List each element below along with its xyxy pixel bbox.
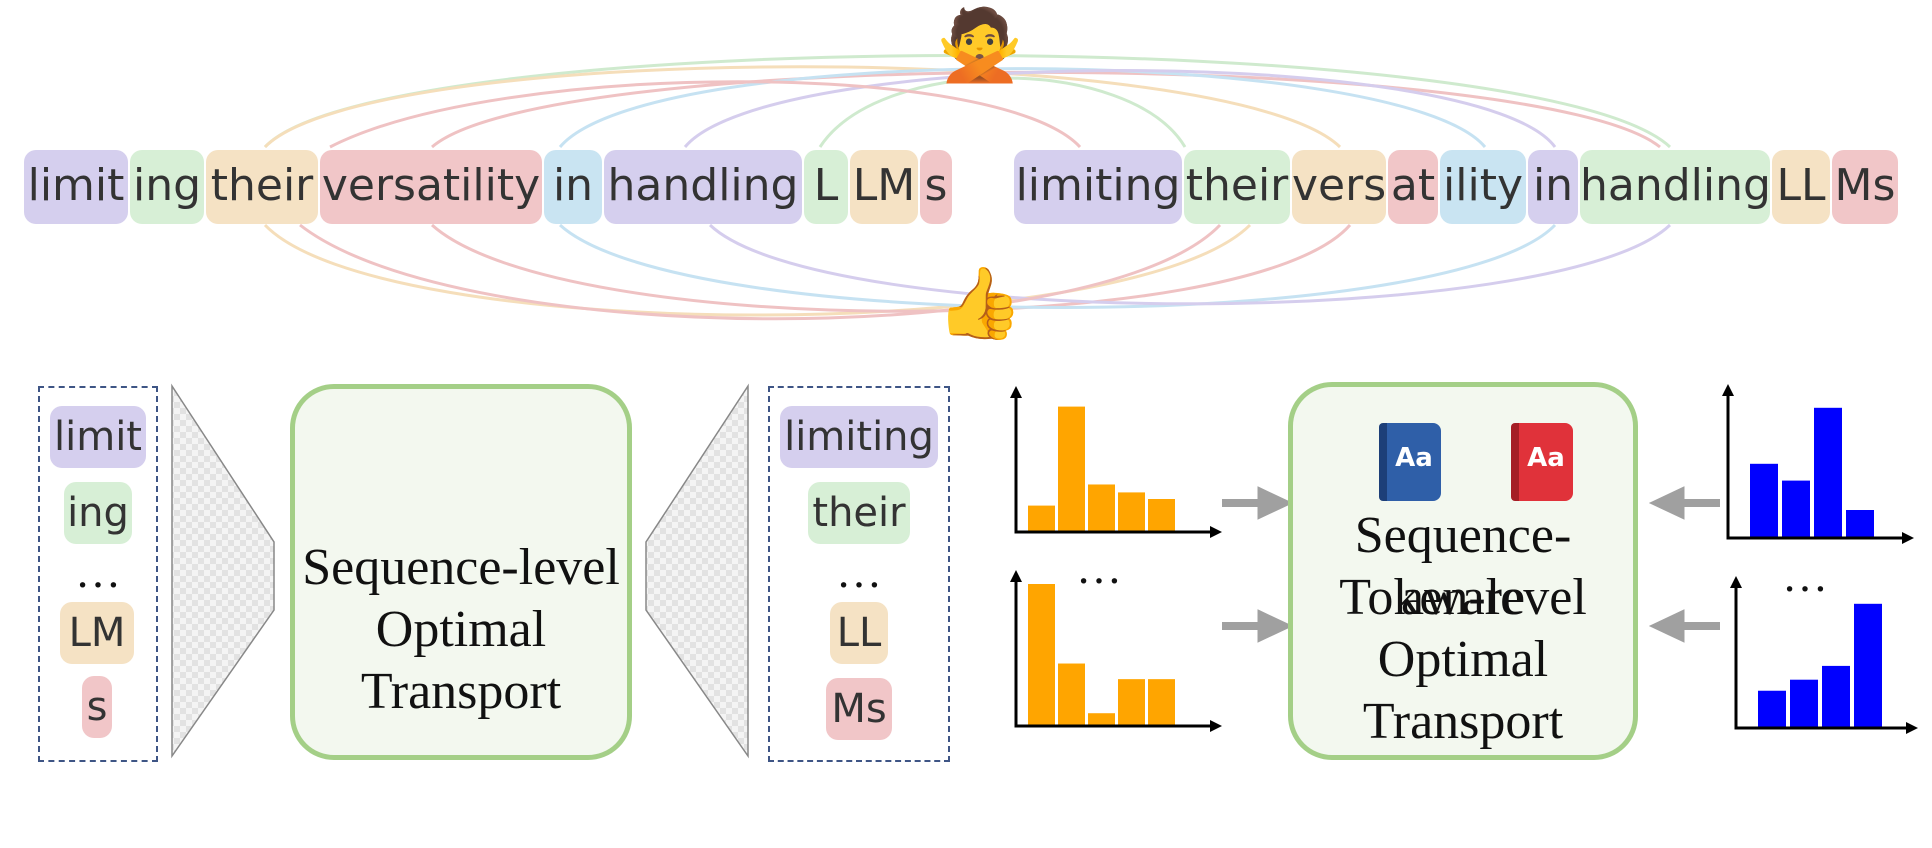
chart-bar: [1750, 463, 1778, 538]
chart-bar: [1058, 663, 1085, 726]
thumbs-up-icon: 👍: [936, 262, 1024, 344]
panel-title-line: Sequence-aware: [1354, 507, 1572, 626]
left-token-column: limit ing … LM s: [38, 386, 158, 762]
book-icon-red: Aa: [1511, 423, 1573, 501]
token-chip: limit: [24, 150, 128, 224]
chart-axes: [1014, 392, 1216, 534]
chart-bar: [1028, 584, 1055, 726]
token-chip: in: [544, 150, 602, 224]
panel-title-line: Transport: [360, 663, 562, 720]
ellipsis: …: [836, 546, 882, 597]
left-trapezoid: [171, 383, 275, 759]
token-chip: their: [206, 150, 318, 224]
token-chip: their: [808, 482, 910, 544]
token-chip: limiting: [1014, 150, 1182, 224]
orange-chart-bottom: [1010, 570, 1222, 732]
chart-bar: [1814, 407, 1842, 538]
chart-bar: [1118, 679, 1145, 726]
y-axis-arrow: [1730, 576, 1742, 588]
y-axis-arrow: [1010, 386, 1022, 398]
person-gesturing-no-icon: 🙅: [936, 4, 1024, 86]
token-chip: s: [920, 150, 952, 224]
chart-bar: [1088, 713, 1115, 726]
token-chip: their: [1184, 150, 1290, 224]
upper-arcs: [263, 54, 1672, 149]
token-chip: at: [1388, 150, 1438, 224]
token-chip: limiting: [780, 406, 938, 468]
x-axis-arrow: [1210, 720, 1222, 732]
chart-bar: [1088, 484, 1115, 532]
token-chip: in: [1528, 150, 1578, 224]
chart-bar: [1148, 679, 1175, 726]
chart-bar: [1790, 679, 1818, 728]
lower-arcs: [263, 223, 1672, 321]
token-chip: LL: [1772, 150, 1830, 224]
right-trapezoid: [645, 383, 749, 759]
y-axis-arrow: [1010, 570, 1022, 582]
token-chip: handling: [1580, 150, 1771, 224]
chart-axes: [1734, 582, 1912, 730]
charts-ellipsis: …: [1076, 542, 1122, 593]
token-chip: ing: [64, 482, 132, 544]
chart-bar: [1058, 406, 1085, 532]
x-axis-arrow: [1906, 722, 1918, 734]
blue-chart-top: [1722, 384, 1914, 544]
x-axis-arrow: [1902, 532, 1914, 544]
token-chip: LM: [850, 150, 918, 224]
panel-title-line: Transport: [1362, 693, 1564, 750]
chart-bar: [1782, 480, 1810, 538]
token-chip: ility: [1440, 150, 1526, 224]
token-chip: LL: [830, 602, 888, 664]
blue-chart-bottom: [1730, 576, 1918, 734]
chart-bar: [1846, 510, 1874, 538]
token-chip: Ms: [1832, 150, 1898, 224]
token-chip: versatility: [320, 150, 542, 224]
book-icon-blue: Aa: [1379, 423, 1441, 501]
token-chip: LM: [60, 602, 134, 664]
chart-bar: [1118, 492, 1145, 532]
token-chip: ing: [130, 150, 204, 224]
ellipsis: …: [75, 546, 121, 597]
y-axis-arrow: [1722, 384, 1734, 396]
sequence-level-ot-panel: Sequence-level Optimal Transport: [290, 384, 632, 760]
chart-axes: [1726, 390, 1908, 540]
token-chip: Ms: [826, 678, 892, 740]
panel-title-line: Optimal: [375, 601, 547, 658]
charts-ellipsis: …: [1782, 550, 1828, 601]
token-chip: limit: [50, 406, 146, 468]
right-token-column: limiting their … LL Ms: [768, 386, 950, 762]
chart-bar: [1028, 505, 1055, 532]
panel-title-line: Optimal: [1377, 631, 1549, 688]
token-chip: s: [82, 676, 112, 738]
arrows: [1222, 486, 1720, 643]
chart-bar: [1758, 690, 1786, 728]
chart-axes: [1014, 576, 1216, 728]
token-chip: handling: [604, 150, 802, 224]
token-level-ot-panel: Aa Aa Sequence-aware Token-level Optimal…: [1288, 382, 1638, 760]
chart-bar: [1854, 603, 1882, 728]
orange-chart-top: [1010, 386, 1222, 538]
panel-title-line: Sequence-level: [302, 539, 620, 596]
chart-bar: [1148, 499, 1175, 532]
chart-bar: [1822, 665, 1850, 728]
token-chip: L: [804, 150, 848, 224]
panel-title-line: Token-level: [1339, 569, 1587, 626]
x-axis-arrow: [1210, 526, 1222, 538]
token-chip: vers: [1292, 150, 1386, 224]
